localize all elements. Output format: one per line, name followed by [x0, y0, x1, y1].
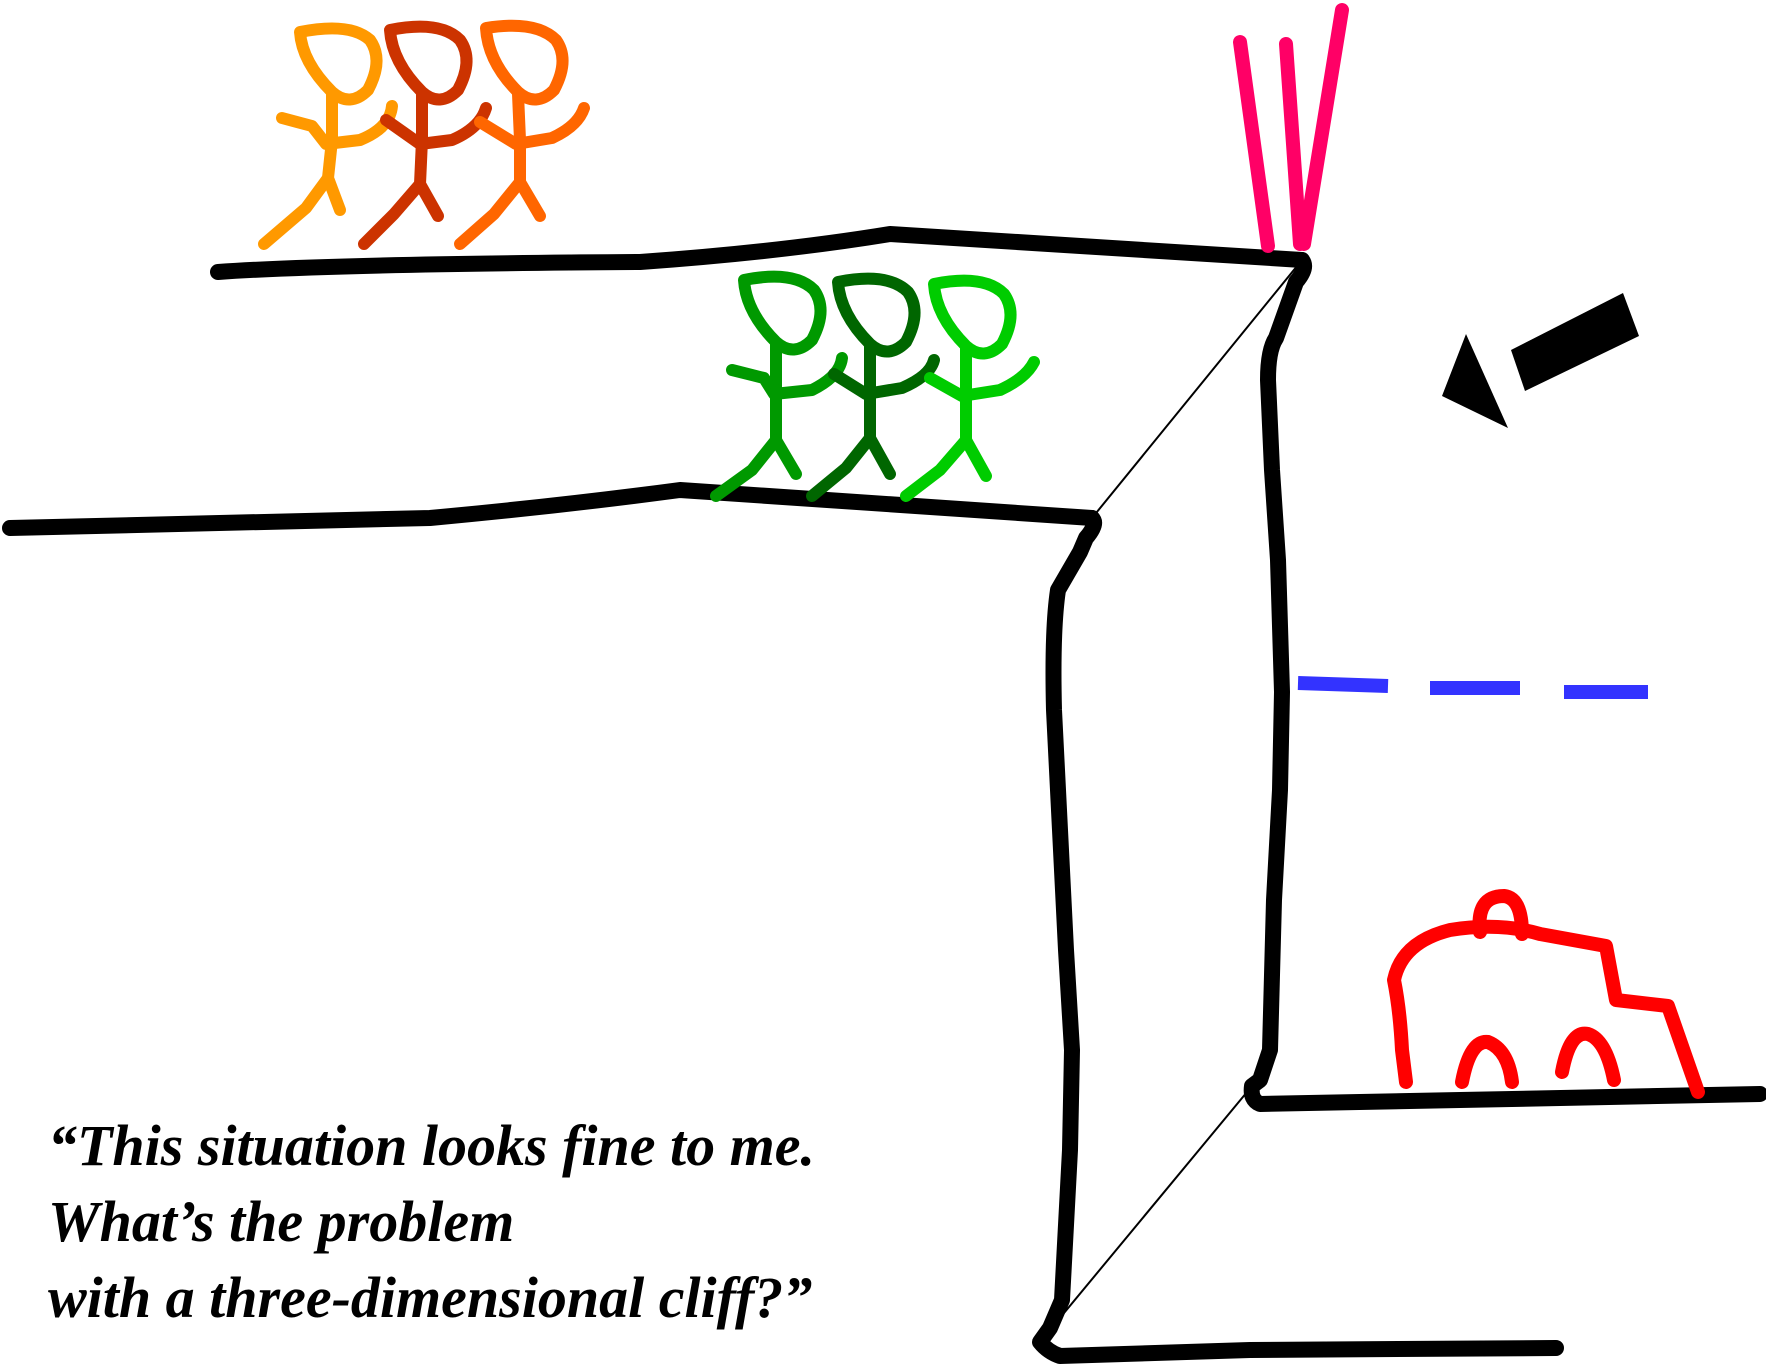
caption-line-3: with a three-dimensional cliff?” — [48, 1265, 813, 1330]
perspective-line-bottom — [1039, 1085, 1253, 1343]
car-icon — [1387, 889, 1705, 1099]
dashed-line — [1297, 676, 1648, 699]
stick-figure-upper-1 — [258, 22, 398, 250]
front-cliff-face — [1243, 252, 1766, 1112]
back-cliff-face — [1032, 510, 1564, 1364]
perspective-line-top — [1091, 259, 1303, 519]
lower-cliff-edge — [2, 482, 1100, 536]
stick-figure-lower-1 — [710, 270, 848, 502]
stick-figure-upper-3 — [454, 19, 590, 250]
caption-line-2: What’s the problem — [48, 1189, 515, 1254]
upper-cliff-edge — [210, 226, 1310, 280]
stick-figure-upper-2 — [358, 20, 492, 250]
stick-figure-lower-2 — [806, 272, 940, 502]
arrow-icon — [1442, 293, 1639, 428]
caption-line-1: “This situation looks fine to me. — [48, 1113, 815, 1178]
sensor-icon — [1233, 3, 1349, 253]
stick-figure-lower-3 — [900, 274, 1040, 502]
cliff-caption: “This situation looks fine to me. What’s… — [48, 1108, 1048, 1336]
